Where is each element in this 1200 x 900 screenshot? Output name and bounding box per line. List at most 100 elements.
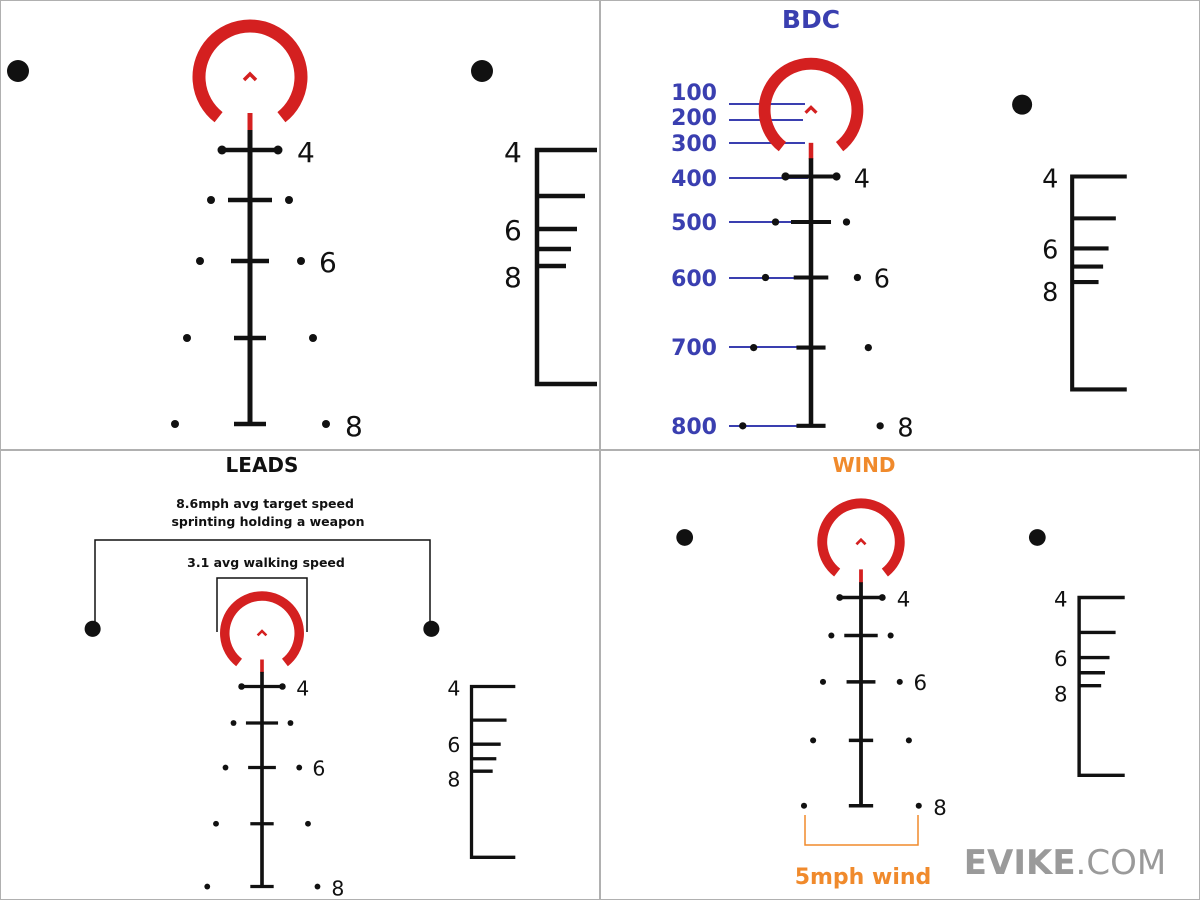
wind-lead-dot	[781, 172, 790, 181]
range-label: 4	[296, 676, 309, 700]
walk-lead-bracket	[216, 577, 308, 632]
bdc-range-label: 600	[671, 267, 717, 292]
wind-lead-dot	[213, 820, 219, 827]
outer-lead-dot-right	[1012, 94, 1033, 115]
wind-lead-dot	[309, 334, 317, 342]
rangefinder-label: 4	[504, 136, 522, 169]
rangefinder-label: 8	[504, 261, 522, 294]
range-label: 4	[897, 588, 911, 613]
wind-lead-dot	[217, 145, 227, 155]
range-label: 8	[933, 796, 947, 821]
wind-lead-dot	[864, 343, 872, 352]
rangefinder-label: 4	[1042, 164, 1058, 194]
rangefinder-label: 8	[1042, 278, 1058, 308]
wind-lead-dot	[853, 273, 862, 282]
bdc-range-label: 400	[671, 167, 717, 192]
outer-lead-dot-left	[676, 529, 694, 546]
outer-lead-dot-left	[7, 60, 29, 82]
sprint-lead-bracket	[94, 539, 431, 628]
range-label: 6	[312, 757, 325, 781]
wind-lead-dot	[196, 257, 204, 265]
rangefinder-label: 8	[1054, 683, 1068, 708]
wind-lead-dot	[876, 422, 884, 430]
outer-lead-dot-right	[423, 620, 440, 637]
wind-lead-dot	[322, 420, 330, 428]
wind-lead-dot	[739, 422, 747, 430]
wind-lead-dot	[878, 594, 886, 601]
wind-lead-dot	[314, 883, 321, 890]
wind-lead-dot	[810, 737, 817, 744]
wind-lead-dot	[905, 737, 912, 744]
sprint-speed-line1: 8.6mph avg target speed	[176, 496, 354, 511]
rangefinder-label: 6	[447, 733, 460, 757]
wind-lead-dot	[297, 257, 305, 265]
wind-lead-dot	[828, 632, 835, 639]
chevron-aiming-point	[242, 71, 258, 82]
horseshoe-circle	[220, 591, 304, 667]
panel-leads: LEADS 8.6mph avg target speed sprinting …	[84, 453, 516, 900]
wind-lead-dot	[171, 420, 179, 428]
wind-lead-dot	[296, 764, 303, 771]
outer-lead-dot-right	[471, 60, 493, 82]
bdc-range-label: 100	[671, 81, 717, 106]
wind-lead-dot	[285, 196, 293, 204]
rangefinder-label: 6	[504, 214, 522, 247]
range-label: 8	[331, 876, 344, 900]
outer-lead-dot-right	[1028, 529, 1046, 546]
wind-lead-dot	[819, 678, 827, 685]
wind-lead-dot	[204, 883, 211, 890]
horseshoe-circle	[758, 57, 864, 152]
horseshoe-circle	[817, 498, 905, 577]
outer-lead-dot-left	[84, 620, 101, 637]
wind-lead-dot	[750, 343, 758, 352]
wind-lead-dot	[771, 218, 780, 226]
reticle: 4 6 8 4 6 8	[676, 498, 1125, 821]
wind-lead-dot	[222, 764, 229, 771]
wind-lead-dot	[279, 683, 286, 690]
chevron-aiming-point	[256, 629, 268, 637]
wind-lead-dot	[230, 720, 237, 726]
range-label: 6	[319, 246, 337, 279]
logo-brand: EVIKE	[964, 843, 1076, 883]
wind-lead-dot	[842, 218, 851, 226]
chevron-aiming-point	[855, 537, 867, 546]
wind-lead-dot	[238, 683, 245, 690]
bdc-range-label: 300	[671, 132, 717, 157]
wind-lead-dot	[273, 145, 283, 155]
wind-lead-dot	[800, 802, 808, 809]
wind-lead-dot	[887, 632, 894, 639]
rangefinder-label: 6	[1054, 647, 1068, 672]
wind-lead-dot	[287, 720, 294, 726]
range-label: 6	[874, 265, 890, 295]
reticle: 4 6 8 4 6 8	[84, 591, 516, 900]
leads-title: LEADS	[226, 453, 299, 477]
chevron-aiming-point	[804, 105, 818, 114]
bdc-title: BDC	[782, 5, 840, 34]
rangefinder-label: 4	[1054, 588, 1068, 613]
range-label: 8	[345, 410, 363, 443]
wind-lead-dot	[207, 196, 215, 204]
range-label: 6	[913, 671, 927, 696]
wind-lead-dot	[836, 594, 844, 601]
bdc-range-label: 700	[671, 336, 717, 361]
wind-lead-dot	[896, 678, 903, 685]
wind-lead-dot	[183, 334, 191, 342]
rangefinder-label: 8	[447, 768, 460, 792]
bdc-range-label: 200	[671, 106, 717, 131]
bdc-range-label: 800	[671, 415, 717, 440]
bdc-range-label: 500	[671, 211, 717, 236]
horseshoe-circle	[192, 19, 308, 123]
range-label: 4	[854, 164, 870, 194]
range-label: 8	[897, 414, 913, 444]
wind-title: WIND	[833, 453, 896, 477]
wind-lead-dot	[305, 820, 311, 827]
walking-speed-label: 3.1 avg walking speed	[187, 555, 345, 570]
wind-lead-dot	[915, 802, 922, 809]
rangefinder-label: 4	[447, 676, 460, 700]
